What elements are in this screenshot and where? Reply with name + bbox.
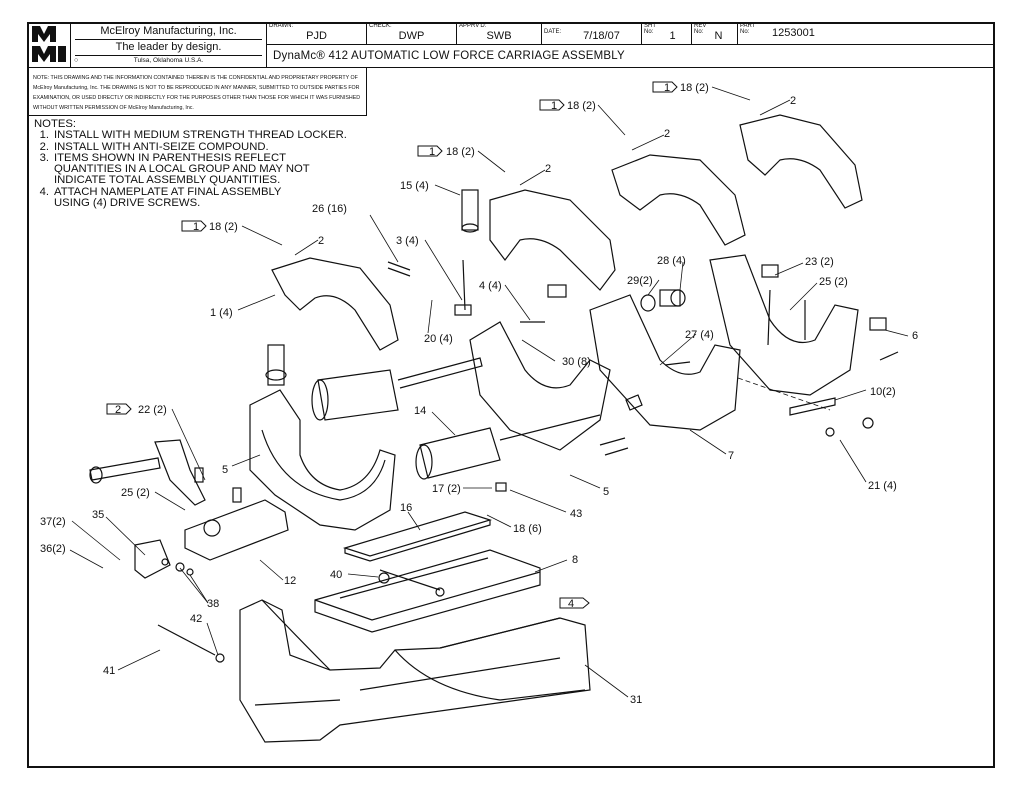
company-location: Tulsa, Oklahoma U.S.A. [133,57,204,64]
note-item: 1.INSTALL WITH MEDIUM STRENGTH THREAD LO… [39,129,347,142]
callout-flags [106,81,678,609]
callout-label: 2 [318,235,324,247]
callout-flag-text: 1 [664,82,670,94]
callout-label: 5 [222,464,228,476]
callout-label: 2 [664,128,670,140]
callout-label: 15 (4) [400,180,429,192]
callout-label: 35 [92,509,104,521]
callout-label: 31 [630,694,642,706]
callout-label: 41 [103,665,115,677]
apprvd-value: SWB [486,30,512,42]
notes-block: NOTES: 1.INSTALL WITH MEDIUM STRENGTH TH… [34,118,364,210]
callout-label: 21 (4) [868,480,897,492]
callout-flag-text: 1 [429,146,435,158]
callout-label: 25 (2) [121,487,150,499]
sheet-cell: SHT No: 1 [642,22,692,45]
date-value: 7/18/07 [583,30,620,42]
callout-label: 43 [570,508,582,520]
sheet-value: 1 [669,30,676,42]
callout-label: 6 [912,330,918,342]
callout-label: 42 [190,613,202,625]
callout-label: 17 (2) [432,483,461,495]
callout-label: 2 [545,163,551,175]
slide-plate-part [314,549,541,633]
callout-label: 4 (4) [479,280,502,292]
callout-flag-text: 1 [193,221,199,233]
notes-heading: NOTES: [34,118,77,130]
far-right-jaw-part [709,254,859,396]
callout-label: 16 [400,502,412,514]
callout-label: 20 (4) [424,333,453,345]
left-jaw-part [249,344,396,531]
drawn-value: PJD [306,30,327,42]
callout-label: 38 [207,598,219,610]
callout-label: 18 (2) [680,82,709,94]
callout-label: 29(2) [627,275,653,287]
callout-label: 36(2) [40,543,66,555]
company-name: McElroy Manufacturing, Inc. [100,25,237,37]
callout-label: 18 (2) [567,100,596,112]
cover-plate-part [342,511,493,562]
proprietary-note-box: NOTE: THIS DRAWING AND THE INFORMATION C… [27,68,367,116]
callout-label: 40 [330,569,342,581]
callout-label: 27 (4) [685,329,714,341]
drawing-title: DynaMc® 412 AUTOMATIC LOW FORCE CARRIAGE… [273,50,625,62]
callout-label: 12 [284,575,296,587]
callout-label: 1 (4) [210,307,233,319]
date-cell: DATE: 7/18/07 [542,22,642,45]
callout-label: 28 (4) [657,255,686,267]
drawing-border [27,22,995,768]
upper-cylinder-part [311,357,483,421]
callout-label: 3 (4) [396,235,419,247]
callout-label: 14 [414,405,426,417]
callout-label: 22 (2) [138,404,167,416]
callout-label: 7 [728,450,734,462]
callout-label: 30 (8) [562,356,591,368]
company-block: McElroy Manufacturing, Inc. The leader b… [70,22,267,68]
small-hardware-parts [89,189,899,663]
callout-label: 25 (2) [819,276,848,288]
rev-value: N [714,30,723,42]
center-jaw-part [469,189,616,451]
part-number: 1253001 [772,27,815,39]
proprietary-note: NOTE: THIS DRAWING AND THE INFORMATION C… [33,75,361,111]
title-block [27,22,995,68]
callout-flag-text: 1 [551,100,557,112]
apprvd-cell: APPRV'D: SWB [457,22,542,45]
callout-label: 26 (16) [312,203,347,215]
callout-label: 18 (6) [513,523,542,535]
callout-flag-text: 4 [568,598,574,610]
callout-label: 23 (2) [805,256,834,268]
company-slogan: The leader by design. [115,41,222,53]
note-item: 4.ATTACH NAMEPLATE AT FINAL ASSEMBLY USI… [39,185,282,210]
drawing-title-row: DynaMc® 412 AUTOMATIC LOW FORCE CARRIAGE… [267,45,995,68]
callout-label: 10(2) [870,386,896,398]
callout-label: 5 [603,486,609,498]
drawn-cell: DRAWN: PJD [267,22,367,45]
leader-lines [69,86,909,698]
registered-mark-icon: ○ [74,57,79,64]
callout-flag-text: 2 [115,404,121,416]
right-jaw-part [589,294,741,431]
callout-labels: 1 18 (2) 2 1 18 (2) 2 1 18 (2) 2 1 18 (2… [40,82,918,706]
callout-label: 37(2) [40,516,66,528]
note-item: 2.INSTALL WITH ANTI-SEIZE COMPOUND. [39,140,269,153]
part-cell: PART No: 1253001 [738,22,995,45]
upper-jaw-part [271,114,863,351]
lower-cylinder-part [415,414,601,480]
callout-label: 18 (2) [209,221,238,233]
base-frame-part [239,599,591,743]
check-value: DWP [398,30,425,42]
callout-label: 2 [790,95,796,107]
check-cell: CHECK: DWP [367,22,457,45]
note-item: 3.ITEMS SHOWN IN PARENTHESIS REFLECT QUA… [39,151,310,187]
rev-cell: REV No: N [692,22,738,45]
mmi-logo [32,26,66,62]
callout-label: 8 [572,554,578,566]
callout-label: 18 (2) [446,146,475,158]
